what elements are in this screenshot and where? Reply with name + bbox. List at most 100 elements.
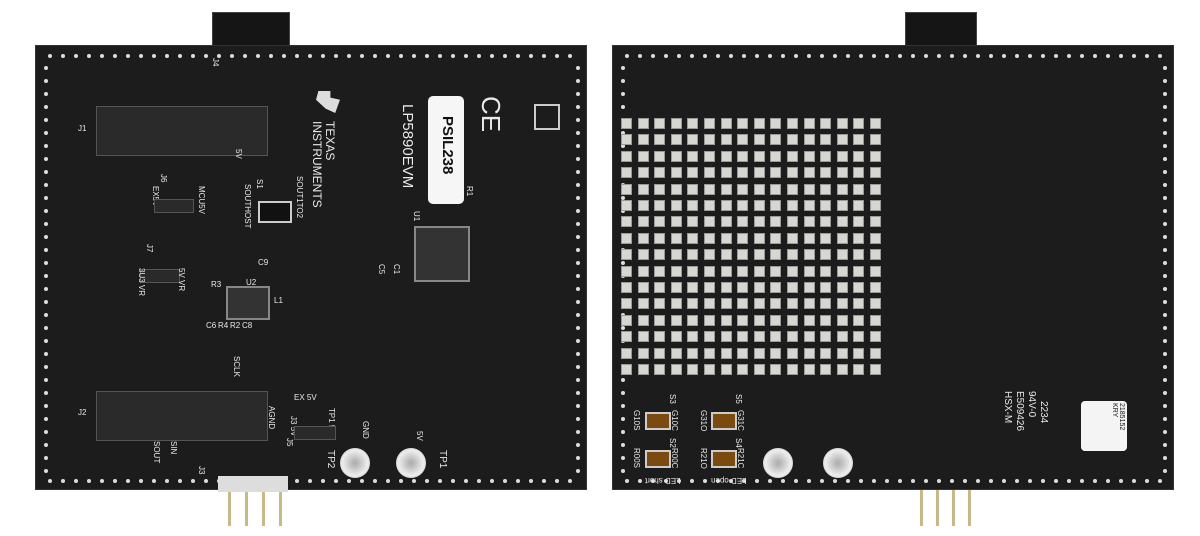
via bbox=[87, 479, 91, 483]
via bbox=[703, 479, 707, 483]
via bbox=[1163, 469, 1167, 473]
led bbox=[687, 167, 699, 179]
via bbox=[1163, 300, 1167, 304]
via bbox=[638, 479, 642, 483]
ul-marking-2: E509426 bbox=[1014, 391, 1025, 432]
via bbox=[1132, 479, 1136, 483]
via bbox=[113, 54, 117, 58]
top-header bbox=[905, 12, 977, 50]
ul-marking-4: 2234 bbox=[1038, 401, 1049, 424]
via bbox=[308, 479, 312, 483]
r21c-label: R21C bbox=[736, 448, 745, 469]
s1-switch[interactable] bbox=[258, 201, 292, 223]
via bbox=[386, 54, 390, 58]
via bbox=[1163, 92, 1167, 96]
via bbox=[44, 274, 48, 278]
bottom-pin bbox=[920, 486, 923, 526]
tp2-test-point[interactable] bbox=[340, 448, 370, 478]
led bbox=[753, 265, 765, 277]
tp1-test-point[interactable] bbox=[396, 448, 426, 478]
led bbox=[787, 167, 798, 179]
led bbox=[787, 298, 798, 310]
r00c-label: R00C bbox=[670, 448, 679, 469]
l1-label: L1 bbox=[274, 296, 283, 305]
j7-jumper bbox=[140, 269, 180, 283]
switch-s4[interactable] bbox=[711, 450, 737, 468]
via bbox=[885, 479, 889, 483]
via bbox=[44, 131, 48, 135]
u2-label: U2 bbox=[246, 278, 257, 287]
via bbox=[621, 391, 625, 395]
led bbox=[803, 183, 815, 195]
weee-bin-icon bbox=[534, 104, 560, 130]
led bbox=[853, 167, 865, 179]
via bbox=[1158, 479, 1162, 483]
via bbox=[1163, 222, 1167, 226]
via bbox=[1067, 54, 1071, 58]
j3-pin bbox=[245, 470, 248, 526]
brand-text: TEXAS INSTRUMENTS bbox=[310, 121, 337, 208]
c8-label: C8 bbox=[242, 321, 253, 330]
via bbox=[386, 479, 390, 483]
c1-label: C1 bbox=[392, 264, 401, 275]
via bbox=[576, 443, 580, 447]
via bbox=[1041, 54, 1045, 58]
via bbox=[230, 54, 234, 58]
via bbox=[165, 479, 169, 483]
via bbox=[126, 479, 130, 483]
led bbox=[670, 183, 682, 195]
via bbox=[576, 391, 580, 395]
led bbox=[737, 249, 749, 261]
ul-marking-1: HSX-M bbox=[1002, 391, 1013, 424]
led bbox=[820, 150, 832, 162]
via bbox=[621, 144, 625, 148]
via bbox=[477, 54, 481, 58]
via bbox=[1163, 391, 1167, 395]
led bbox=[637, 265, 649, 277]
led bbox=[870, 232, 881, 244]
switch-s2[interactable] bbox=[645, 450, 671, 468]
via bbox=[989, 54, 993, 58]
led bbox=[870, 347, 881, 359]
led bbox=[637, 249, 649, 261]
via bbox=[1163, 157, 1167, 161]
via bbox=[44, 196, 48, 200]
via bbox=[490, 479, 494, 483]
r21o-label: R21O bbox=[699, 448, 708, 469]
bottom-pin bbox=[952, 486, 955, 526]
led bbox=[654, 118, 666, 129]
via bbox=[568, 479, 572, 483]
via bbox=[950, 54, 954, 58]
test-point[interactable] bbox=[763, 448, 793, 478]
led bbox=[637, 183, 649, 195]
via bbox=[1093, 54, 1097, 58]
led bbox=[836, 265, 848, 277]
led bbox=[836, 200, 848, 211]
led bbox=[704, 167, 715, 179]
j2-pin-header bbox=[96, 391, 268, 441]
bottom-pin bbox=[936, 486, 939, 526]
via bbox=[576, 287, 580, 291]
test-point[interactable] bbox=[823, 448, 853, 478]
led bbox=[753, 314, 765, 326]
switch-s3[interactable] bbox=[645, 412, 671, 430]
via bbox=[74, 479, 78, 483]
via bbox=[976, 54, 980, 58]
via bbox=[44, 170, 48, 174]
via bbox=[44, 248, 48, 252]
led bbox=[621, 265, 632, 277]
g10s-label: G10S bbox=[632, 410, 641, 431]
led bbox=[820, 364, 832, 375]
led-open-label: LED open bbox=[711, 476, 747, 485]
led bbox=[870, 314, 881, 326]
u1-lp5890-chip bbox=[414, 226, 470, 282]
switch-s5[interactable] bbox=[711, 412, 737, 430]
s3-label: S3 bbox=[668, 394, 677, 404]
sclk-label: SCLK bbox=[232, 356, 241, 377]
led bbox=[836, 167, 848, 179]
via bbox=[576, 417, 580, 421]
via bbox=[621, 378, 625, 382]
via bbox=[621, 66, 625, 70]
led bbox=[753, 134, 765, 146]
led bbox=[753, 282, 765, 293]
